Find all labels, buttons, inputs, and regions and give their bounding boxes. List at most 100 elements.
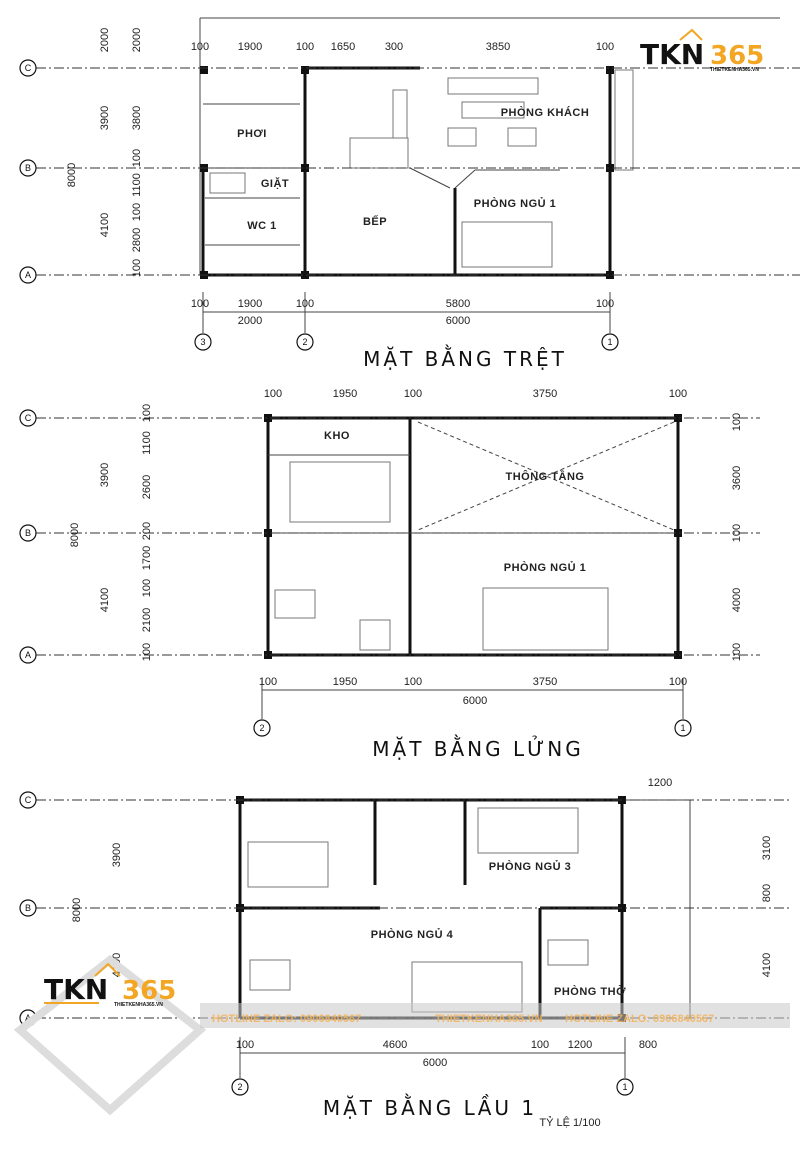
watermark-band	[200, 1003, 790, 1028]
dimension-left-outer: 8000	[71, 898, 83, 922]
watermark-hotline-2: HOTLINE ZALO: 0906840567	[565, 1013, 714, 1025]
dimension-left-inner: 1100	[141, 431, 153, 455]
room-label: WC 1	[247, 220, 277, 232]
logo-brand: TKN	[44, 973, 108, 1006]
dimension-bottom: 1200	[568, 1039, 592, 1051]
grid-bubble-row	[19, 524, 37, 542]
dimension-bottom: 100	[296, 298, 314, 310]
plan-title: MẶT BẰNG LỬNG	[372, 735, 584, 761]
dimension-top: 100	[264, 388, 282, 400]
dimension-bottom: 5800	[446, 298, 470, 310]
grid-bubble-col	[253, 719, 271, 737]
grid-bubble-col	[674, 719, 692, 737]
grid-bubble-col	[616, 1078, 634, 1096]
room-label: THÔNG TẦNG	[506, 470, 585, 483]
plan-mezzanine-walls	[264, 414, 682, 659]
dimension-left-inner: 100	[141, 404, 153, 422]
grid-label-row: A	[25, 270, 31, 280]
dimension-right: 100	[731, 524, 743, 542]
room-label: BẾP	[363, 215, 387, 228]
grid-label-row: C	[25, 413, 32, 423]
grid-bubble-row	[19, 159, 37, 177]
grid-label-col: 1	[622, 1082, 627, 1092]
grid-label-col: 1	[680, 723, 685, 733]
dimension-left-inner: 3800	[131, 106, 143, 130]
dimension-left-outer: 2000	[99, 28, 111, 52]
dimension-right: 800	[761, 884, 773, 902]
grid-label-row: C	[25, 795, 32, 805]
room-label: PHÒNG KHÁCH	[501, 106, 590, 119]
dimension-top: 1950	[333, 388, 357, 400]
dimension-right: 3600	[731, 466, 743, 490]
dimension-left-inner: 2600	[141, 475, 153, 499]
dimension-bottom: 800	[639, 1039, 657, 1051]
dimension-left-inner: 1100	[131, 173, 143, 197]
room-label: PHÒNG NGỦ 1	[504, 561, 587, 574]
logo-brand-number: 365	[710, 41, 764, 71]
grid-label-row: A	[25, 1013, 31, 1023]
dimension-top: 1200	[648, 777, 672, 789]
plan-title: MẶT BẰNG TRỆT	[363, 345, 567, 371]
room-label: PHÒNG NGỦ 3	[489, 860, 572, 873]
grid-bubble-col	[231, 1078, 249, 1096]
dimension-bottom: 1950	[333, 676, 357, 688]
grid-label-col: 1	[607, 337, 612, 347]
dimension-right: 100	[731, 643, 743, 661]
dimension-left-outer: 3900	[111, 843, 123, 867]
dimension-left-inner: 100	[131, 149, 143, 167]
dimension-right: 3100	[761, 836, 773, 860]
logo-brand-number: 365	[122, 976, 176, 1006]
grid-label-col: 2	[259, 723, 264, 733]
logo-brand: TKN	[640, 38, 704, 71]
room-label: PHÒNG NGỦ 4	[371, 928, 454, 941]
dimension-bottom-total: 6000	[446, 315, 470, 327]
watermark-site: THIETKENHA365.VN	[435, 1013, 543, 1025]
grid-label-row: B	[25, 903, 31, 913]
logo-top-right: TKN 365 THIETKENHA365.VN	[640, 28, 764, 73]
dimension-right: 4000	[731, 588, 743, 612]
dimension-left-inner: 100	[131, 259, 143, 277]
logo-bottom-left: TKN 365 THIETKENHA365.VN	[44, 962, 176, 1008]
dimension-left-outer: 3900	[99, 463, 111, 487]
grid-label-row: B	[25, 528, 31, 538]
dimension-left-inner: 100	[141, 579, 153, 597]
dimension-left-outer: 8000	[69, 523, 81, 547]
dimension-left-inner: 2000	[131, 28, 143, 52]
dimension-bottom: 100	[669, 676, 687, 688]
dimension-left-inner: 100	[131, 203, 143, 221]
dimension-top: 100	[191, 41, 209, 53]
grid-bubble-row	[19, 409, 37, 427]
dimension-top: 1900	[238, 41, 262, 53]
dimension-right: 100	[731, 413, 743, 431]
dimension-left-outer: 3900	[99, 106, 111, 130]
dimension-top: 100	[296, 41, 314, 53]
grid-label-col: 2	[237, 1082, 242, 1092]
room-label: PHƠI	[237, 128, 267, 140]
grid-bubble-row	[19, 899, 37, 917]
dimension-top: 100	[596, 41, 614, 53]
dimension-bottom-total: 6000	[463, 695, 487, 707]
grid-bubble-row	[19, 791, 37, 809]
dimension-left-inner: 2800	[131, 228, 143, 252]
dimension-bottom: 100	[259, 676, 277, 688]
dimension-left-inner: 200	[141, 522, 153, 540]
grid-bubble-col	[194, 333, 212, 351]
dimension-bottom: 100	[404, 676, 422, 688]
grid-label-row: B	[25, 163, 31, 173]
room-label: PHÒNG NGỦ 1	[474, 197, 557, 210]
watermark-diamond	[13, 954, 207, 1116]
logo-site: THIETKENHA365.VN	[114, 1002, 163, 1008]
dimension-bottom-total: 6000	[423, 1057, 447, 1069]
grid-label-col: 3	[200, 337, 205, 347]
grid-bubble-col	[296, 333, 314, 351]
dimension-left-outer: 4100	[99, 588, 111, 612]
dimension-top: 1650	[331, 41, 355, 53]
dimension-left-inner: 2100	[141, 608, 153, 632]
dimension-bottom: 100	[531, 1039, 549, 1051]
dimension-top: 300	[385, 41, 403, 53]
dimension-bottom: 4600	[383, 1039, 407, 1051]
dimension-bottom-total: 2000	[238, 315, 262, 327]
room-label: GIẶT	[261, 177, 289, 190]
dimension-bottom: 1900	[238, 298, 262, 310]
